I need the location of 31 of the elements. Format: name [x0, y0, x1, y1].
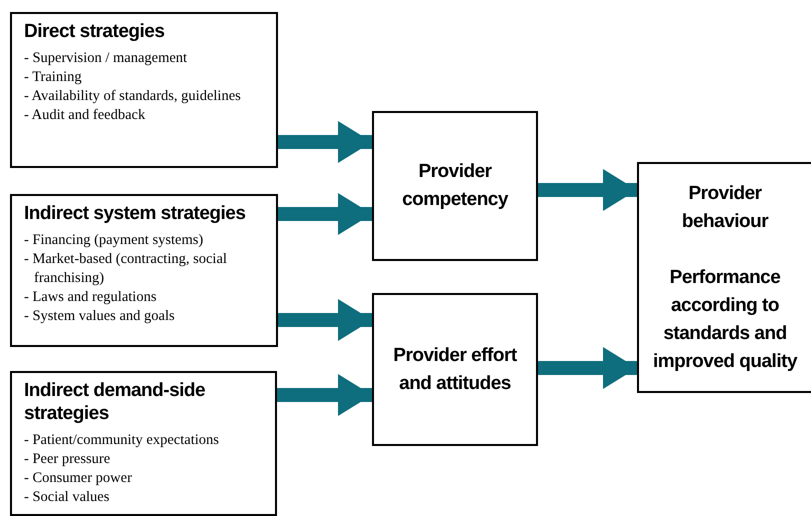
arrow [278, 121, 372, 163]
box-heading: Provider behaviour [680, 182, 770, 234]
arrow [277, 374, 372, 416]
list-item: - Market-based (contracting, social franchising) [24, 250, 228, 288]
box-heading: Provider effort and attitudes [392, 344, 518, 396]
outcome-box [372, 111, 538, 261]
list-item: - Patient/community expectations [24, 431, 220, 450]
strategy-box [10, 194, 278, 347]
list-item: - Laws and regulations [24, 288, 158, 307]
list-item: - Social values [24, 488, 110, 507]
list-item: - Supervision / management [24, 49, 188, 68]
outcome-box [637, 162, 811, 393]
outcome-box [372, 293, 538, 446]
arrow [278, 299, 372, 341]
arrow [538, 347, 637, 389]
strategy-box [10, 12, 278, 168]
list-item: - Availability of standards, guidelines [24, 87, 242, 106]
box-heading: Indirect demand-side strategies [24, 379, 206, 425]
strategy-box [10, 371, 277, 516]
box-heading: Provider competency [401, 160, 510, 212]
list-item: - Training [24, 68, 83, 87]
list-item: - Peer pressure [24, 450, 112, 469]
list-item: - Financing (payment systems) [24, 231, 204, 250]
list-item: - Consumer power [24, 469, 133, 488]
list-item: - System values and goals [24, 307, 176, 326]
arrow [278, 193, 372, 235]
box-heading: Direct strategies [24, 20, 166, 43]
box-text: Performance according to standards and improved quality [652, 266, 798, 374]
box-heading: Indirect system strategies [24, 202, 246, 225]
arrow [538, 169, 637, 211]
list-item: - Audit and feedback [24, 106, 146, 125]
